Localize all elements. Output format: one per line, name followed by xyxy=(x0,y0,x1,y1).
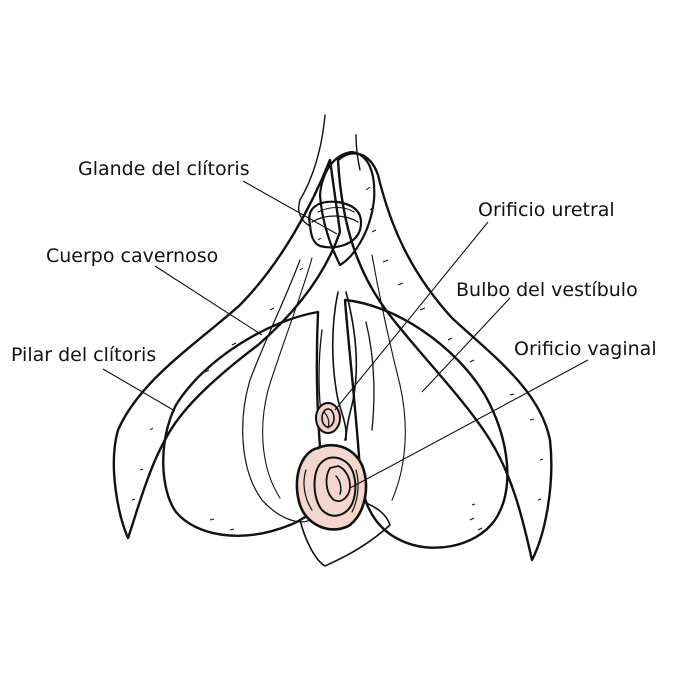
texture-hatching xyxy=(131,186,544,531)
label-vaginal-orifice: Orificio vaginal xyxy=(514,338,657,360)
glans-fold-line xyxy=(311,215,359,223)
vestibular-bulbs xyxy=(162,298,509,549)
leader-line-glans xyxy=(242,180,338,235)
glans-fold-line xyxy=(317,206,355,213)
labia-minora-lines xyxy=(318,291,375,441)
urethral-orifice xyxy=(315,402,341,434)
label-urethral-orifice: Orificio uretral xyxy=(478,199,615,221)
vaginal-orifice xyxy=(295,444,368,531)
glans-clitoris xyxy=(308,200,363,249)
leader-line-urethral-orifice xyxy=(334,221,489,411)
label-body: Cuerpo cavernoso xyxy=(46,245,218,267)
left-crus-and-body xyxy=(112,158,342,540)
suspensory-ligament xyxy=(242,114,406,523)
label-vestibular-bulb: Bulbo del vestíbulo xyxy=(456,279,638,301)
label-glans: Glande del clítoris xyxy=(78,158,250,180)
leader-line-crus xyxy=(102,368,176,412)
leader-lines xyxy=(102,180,589,489)
clitoris-erectile-tissue xyxy=(112,150,553,562)
label-crus: Pilar del clítoris xyxy=(11,344,156,366)
leader-line-vaginal-orifice xyxy=(349,359,589,489)
clitoris-shaft xyxy=(318,150,376,267)
labels: Glande del clítoris Cuerpo cavernoso Pil… xyxy=(11,158,657,366)
leader-line-vestibular-bulb xyxy=(421,297,511,393)
leader-line-body xyxy=(154,265,263,336)
right-vestibular-bulb xyxy=(343,298,509,549)
left-vestibular-bulb xyxy=(162,310,324,537)
right-crus-and-body xyxy=(336,152,553,562)
